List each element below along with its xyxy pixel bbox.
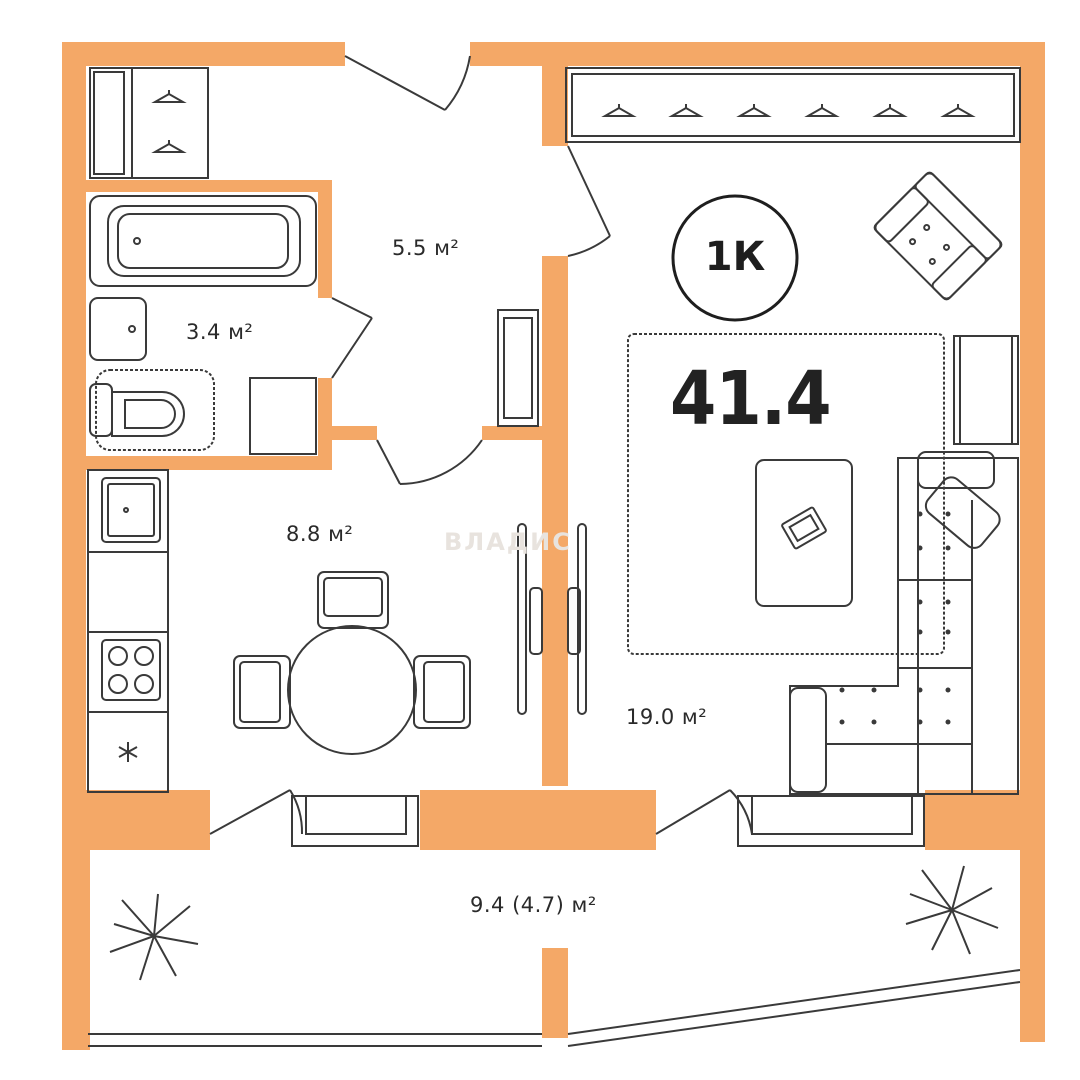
room-type-circle	[671, 194, 799, 322]
room-type-badge: 1К	[704, 234, 766, 280]
walls	[62, 42, 1045, 1050]
hallway-area-label: 5.5 м²	[392, 236, 460, 260]
bathroom-area-label: 3.4 м²	[186, 320, 254, 344]
living-room-area-label: 19.0 м²	[626, 705, 708, 729]
sofa-buttons	[839, 511, 951, 725]
loggia-area-label: 9.4 (4.7) м²	[470, 893, 597, 917]
kitchen-area-label: 8.8 м²	[286, 522, 354, 546]
watermark: ВЛАДИС	[444, 528, 572, 556]
total-area: 41.4	[670, 356, 832, 442]
